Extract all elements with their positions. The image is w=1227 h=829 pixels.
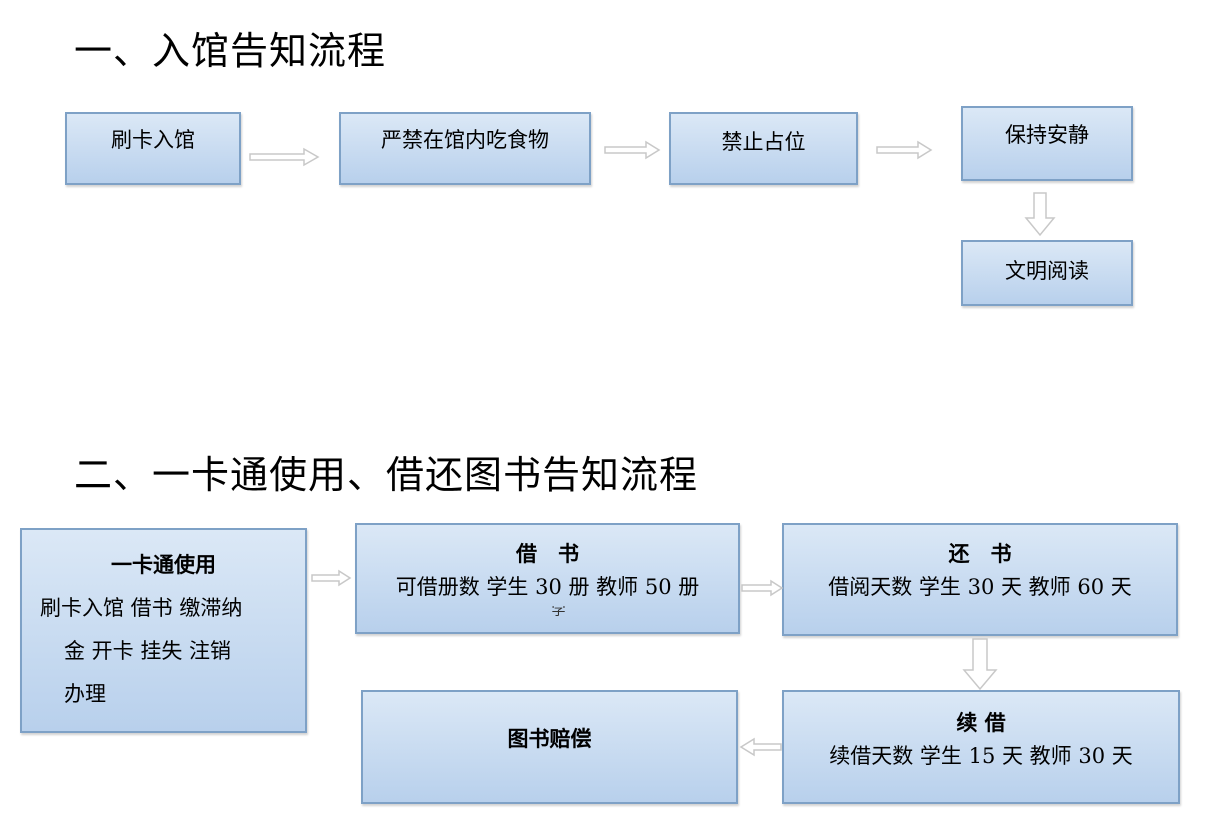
arrow-left-icon	[739, 737, 782, 757]
step-label: 严禁在馆内吃食物	[381, 128, 549, 152]
compensation-title: 图书赔偿	[507, 726, 592, 751]
step-swipe-card: 刷卡入馆	[65, 112, 241, 185]
section1-heading: 一、入馆告知流程	[74, 29, 387, 73]
return-line: 借阅天数 学生 30 天 教师 60 天	[828, 575, 1132, 599]
borrow-title: 借 书	[516, 541, 579, 566]
step-no-seat-saving: 禁止占位	[669, 112, 858, 185]
step-label: 文明阅读	[1005, 259, 1089, 283]
renew-title: 续 借	[956, 710, 1006, 735]
arrow-right-icon	[741, 579, 784, 597]
card-usage-line: 办理	[64, 682, 106, 706]
renew-line: 续借天数 学生 15 天 教师 30 天	[829, 744, 1133, 768]
return-title: 还 书	[948, 541, 1012, 566]
borrow-overflow-fragment: 学	[551, 606, 566, 616]
step-civil-reading: 文明阅读	[961, 240, 1133, 306]
step-label: 刷卡入馆	[111, 128, 195, 152]
step-label: 保持安静	[1005, 123, 1089, 147]
arrow-down-icon	[962, 638, 998, 691]
card-usage-line: 刷卡入馆 借书 缴滞纳	[40, 596, 243, 620]
arrow-right-icon	[876, 140, 933, 160]
card-usage-line: 金 开卡 挂失 注销	[64, 639, 232, 663]
card-usage-title: 一卡通使用	[111, 552, 216, 577]
section2-heading: 二、一卡通使用、借还图书告知流程	[74, 453, 699, 497]
borrow-line: 可借册数 学生 30 册 教师 50 册	[395, 575, 700, 599]
return-box: 还 书 借阅天数 学生 30 天 教师 60 天	[782, 523, 1178, 636]
arrow-right-icon	[311, 569, 352, 587]
borrow-box: 借 书 可借册数 学生 30 册 教师 50 册 学	[355, 523, 740, 634]
arrow-right-icon	[249, 147, 320, 167]
arrow-down-icon	[1024, 192, 1056, 237]
step-no-food: 严禁在馆内吃食物	[339, 112, 591, 185]
step-label: 禁止占位	[721, 130, 806, 154]
arrow-right-icon	[604, 140, 661, 160]
renew-box: 续 借 续借天数 学生 15 天 教师 30 天	[782, 690, 1180, 804]
compensation-box: 图书赔偿	[361, 690, 738, 804]
card-usage-box: 一卡通使用 刷卡入馆 借书 缴滞纳 金 开卡 挂失 注销 办理	[20, 528, 307, 733]
step-keep-quiet: 保持安静	[961, 106, 1133, 181]
